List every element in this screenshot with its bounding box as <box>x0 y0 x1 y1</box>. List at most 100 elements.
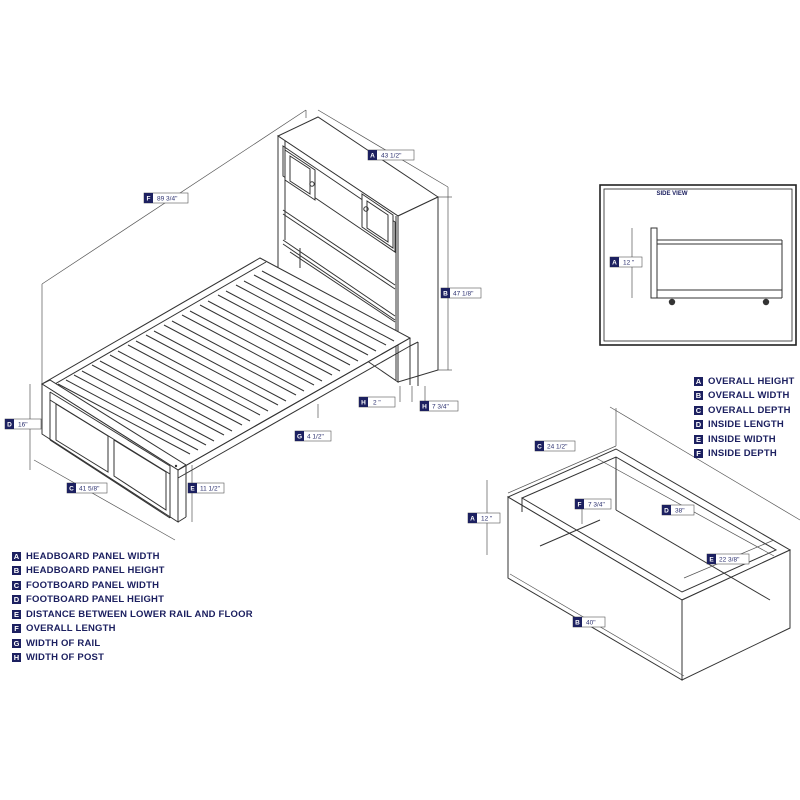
svg-text:H: H <box>422 404 427 411</box>
side-view-title: SIDE VIEW <box>656 191 688 197</box>
footboard-panel-left <box>55 403 109 473</box>
svg-text:89 3/4": 89 3/4" <box>157 196 178 203</box>
svg-text:C: C <box>537 444 542 451</box>
svg-text:D: D <box>7 422 12 429</box>
bed-legend-key-badge: A <box>12 551 21 561</box>
drawer-dim-label-e: E 22 3/8" <box>706 553 750 565</box>
drawer-side <box>681 549 791 681</box>
drawer-legend-item: F INSIDE DEPTH <box>694 447 795 462</box>
svg-text:24 1/2": 24 1/2" <box>547 444 568 451</box>
drawer-legend-item: C OVERALL DEPTH <box>694 403 795 418</box>
drawer-legend-item: D INSIDE LENGTH <box>694 418 795 433</box>
drawer-legend-key-badge: F <box>694 449 703 459</box>
side-view-dim-label-a: A 12 " <box>609 256 643 268</box>
left-door-panel <box>289 155 311 195</box>
drawer-legend-key-badge: C <box>694 405 703 415</box>
bed-legend-label: OVERALL LENGTH <box>26 623 116 635</box>
footboard-panel-right <box>113 439 167 511</box>
svg-text:7 3/4": 7 3/4" <box>432 404 449 411</box>
right-door <box>361 193 394 249</box>
svg-text:B: B <box>443 291 448 298</box>
bed-legend-label: DISTANCE BETWEEN LOWER RAIL AND FLOOR <box>26 608 253 620</box>
dim-label-a: A 43 1/2" <box>367 149 415 161</box>
svg-text:7 3/4": 7 3/4" <box>588 502 605 509</box>
left-knob <box>309 181 315 187</box>
svg-text:12 ": 12 " <box>623 260 635 267</box>
dim-label-g: G 4 1/2" <box>294 430 332 442</box>
svg-text:47 1/8": 47 1/8" <box>453 291 474 298</box>
bed-legend-key-badge: G <box>12 638 21 648</box>
dim-label-d: D 16" <box>4 418 42 430</box>
drawer-legend-key-badge: B <box>694 391 703 401</box>
drawer-legend-label: INSIDE LENGTH <box>708 419 784 431</box>
drawer-dim-label-a: A 12 " <box>467 512 501 524</box>
bed-legend-label: FOOTBOARD PANEL WIDTH <box>26 579 160 591</box>
dim-label-c: C 41 5/8" <box>66 482 108 494</box>
bed-legend-key-badge: B <box>12 566 21 576</box>
drawer-legend-key-badge: E <box>694 434 703 444</box>
svg-text:E: E <box>709 557 714 564</box>
svg-text:4 1/2": 4 1/2" <box>307 434 324 441</box>
svg-text:22 3/8": 22 3/8" <box>719 557 740 564</box>
bed-illustration <box>40 116 440 523</box>
bed-legend-key-badge: F <box>12 624 21 634</box>
bed-legend-item: B HEADBOARD PANEL HEIGHT <box>12 564 253 579</box>
drawer-legend-label: INSIDE WIDTH <box>708 433 776 445</box>
drawer-illustration <box>506 448 792 681</box>
drawer-legend-label: OVERALL HEIGHT <box>708 375 795 387</box>
bed-legend-label: FOOTBOARD PANEL HEIGHT <box>26 594 165 606</box>
bed-legend-key-badge: D <box>12 595 21 605</box>
side-view-frame <box>599 184 797 346</box>
svg-text:A: A <box>470 516 475 523</box>
svg-text:41 5/8": 41 5/8" <box>79 486 100 493</box>
svg-text:A: A <box>370 153 375 160</box>
svg-text:43 1/2": 43 1/2" <box>381 153 402 160</box>
svg-text:E: E <box>190 486 195 493</box>
bed-legend-label: HEADBOARD PANEL HEIGHT <box>26 565 165 577</box>
drawer-dim-label-f: F 7 3/4" <box>574 498 612 510</box>
right-door-panel <box>366 200 389 243</box>
drawer-dim-label-b: B 40" <box>572 616 606 628</box>
drawer-dim-label-c: C 24 1/2" <box>534 440 576 452</box>
bed-legend-item: H WIDTH OF POST <box>12 651 253 666</box>
svg-text:F: F <box>147 196 151 203</box>
dim-label-h-post: H 2 " <box>358 396 396 408</box>
svg-text:C: C <box>69 486 74 493</box>
right-knob <box>363 206 369 212</box>
svg-text:38": 38" <box>675 508 685 515</box>
bed-legend-key-badge: H <box>12 653 21 663</box>
svg-text:40": 40" <box>586 620 596 627</box>
svg-text:16": 16" <box>18 422 28 429</box>
bed-legend-label: WIDTH OF POST <box>26 652 105 664</box>
drawer-dim-label-d: D 38" <box>661 504 695 516</box>
svg-text:G: G <box>297 434 302 441</box>
drawer-legend-item: E INSIDE WIDTH <box>694 432 795 447</box>
svg-text:12 ": 12 " <box>481 516 493 523</box>
side-view-drawer <box>631 227 783 306</box>
dim-label-e: E 11 1/2" <box>187 482 225 494</box>
left-door <box>284 149 316 201</box>
drawer-legend-key-badge: D <box>694 420 703 430</box>
bed-legend: A HEADBOARD PANEL WIDTH B HEADBOARD PANEL H… <box>12 549 253 665</box>
drawer-legend-label: OVERALL DEPTH <box>708 404 791 416</box>
drawer-dim-labels: A 12 " B 40" C 24 1/2" D 38" E 22 3/8" <box>467 440 750 628</box>
svg-text:A: A <box>612 260 617 267</box>
bed-legend-item: A HEADBOARD PANEL WIDTH <box>12 549 253 564</box>
bed-legend-item: D FOOTBOARD PANEL HEIGHT <box>12 593 253 608</box>
bed-legend-label: HEADBOARD PANEL WIDTH <box>26 550 160 562</box>
svg-text:F: F <box>578 502 582 509</box>
dim-label-b: B 47 1/8" <box>440 287 482 299</box>
svg-text:H: H <box>361 400 366 407</box>
svg-text:D: D <box>664 508 669 515</box>
drawer-legend-label: INSIDE DEPTH <box>708 448 777 460</box>
bed-dim-labels: A 43 1/2" B 47 1/8" C 41 5/8" D 16" E 11… <box>4 149 482 494</box>
svg-text:B: B <box>575 620 580 627</box>
